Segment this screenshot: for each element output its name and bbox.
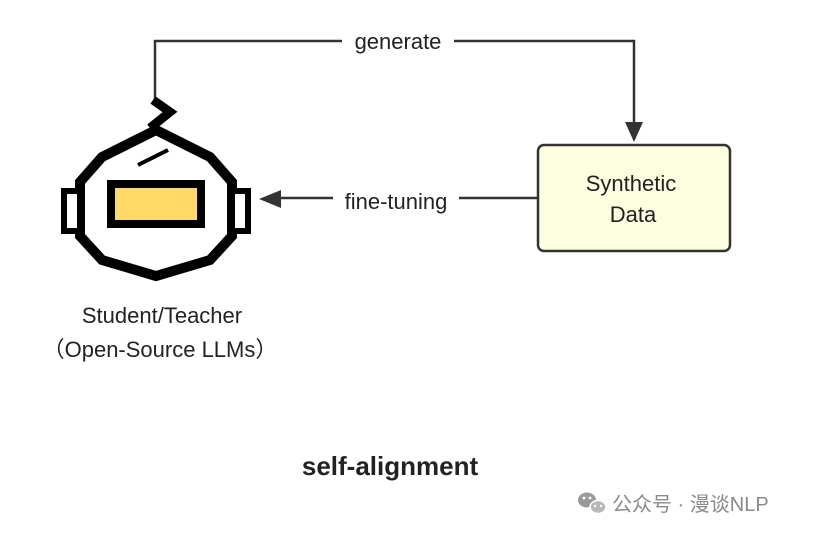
- robot-right-ear: [229, 188, 251, 234]
- generate-edge-label: generate: [355, 29, 442, 54]
- synthetic-data-node: Synthetic Data: [536, 143, 732, 253]
- robot-left-ear: [61, 188, 83, 234]
- synthetic-data-box: [536, 143, 732, 253]
- watermark-text: 公众号 · 漫谈NLP: [612, 493, 769, 516]
- model-label-line2: （Open-Source LLMs）: [43, 337, 278, 362]
- synthetic-data-label-line1: Synthetic: [586, 171, 677, 196]
- diagram-caption: self-alignment: [302, 451, 479, 481]
- watermark: 公众号 · 漫谈NLP: [578, 492, 769, 516]
- synthetic-data-label-line2: Data: [610, 202, 657, 227]
- fine-tuning-arrowhead: [259, 190, 281, 208]
- model-label-line1: Student/Teacher: [82, 303, 242, 328]
- robot-visor: [107, 180, 205, 228]
- wechat-icon: [578, 492, 607, 515]
- robot-antenna: [147, 96, 178, 132]
- fine-tuning-edge-label: fine-tuning: [345, 189, 448, 214]
- generate-arrowhead: [625, 122, 643, 142]
- robot-icon: [61, 96, 251, 282]
